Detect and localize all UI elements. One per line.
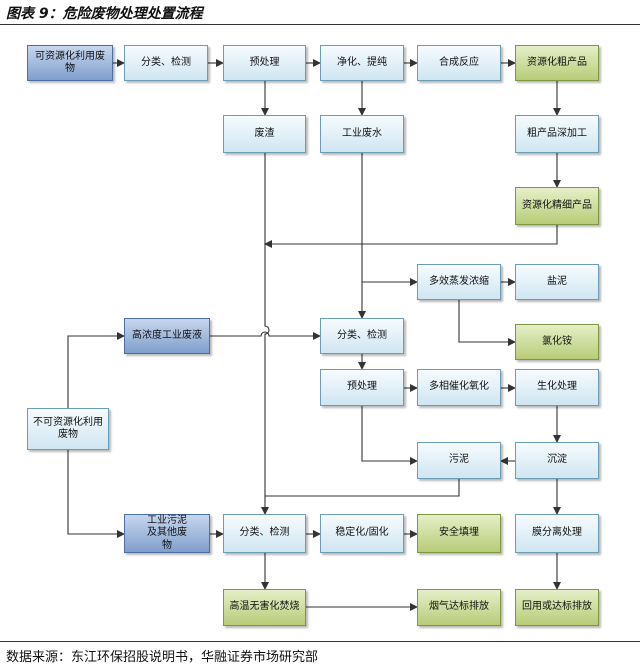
node-sludge: 污泥 xyxy=(417,442,501,479)
node-pretreat-top: 预处理 xyxy=(223,45,306,81)
edge-evaporator-to-ammonium xyxy=(458,300,516,346)
edge-highconc-to-mid-classify xyxy=(210,331,321,340)
node-sediment: 沉淀 xyxy=(515,442,599,479)
node-reuse-or-emission: 回用或达标排放 xyxy=(515,589,599,626)
figure-title: 图表 9：危险废物处理处置流程 xyxy=(6,6,203,22)
node-synthesis: 合成反应 xyxy=(417,45,501,81)
node-purify: 净化、提纯 xyxy=(320,45,404,81)
node-multi-effect-evaporator: 多效蒸发浓缩 xyxy=(417,264,501,300)
node-industrial-sludge-other: 工业污泥及其他废物 xyxy=(124,514,210,553)
edge-sludge-to-bottom-classify xyxy=(265,479,460,497)
node-recyclable-waste: 可资源化利用废物 xyxy=(27,45,113,81)
node-classify-detect-top: 分类、检测 xyxy=(124,45,208,81)
node-resource-crude: 资源化粗产品 xyxy=(515,45,599,81)
node-safe-landfill: 安全填埋 xyxy=(417,514,501,553)
node-waste-residue: 废渣 xyxy=(223,115,306,153)
node-biochemical: 生化处理 xyxy=(515,369,599,406)
node-ammonium-chloride: 氯化铵 xyxy=(515,324,599,360)
node-industrial-wastewater: 工业废水 xyxy=(320,115,404,153)
node-classify-detect-bottom: 分类、检测 xyxy=(223,514,306,553)
source-divider xyxy=(0,641,640,642)
node-salt-sludge: 盐泥 xyxy=(515,264,599,300)
node-crude-deep-processing: 粗产品深加工 xyxy=(515,115,599,153)
source-note: 数据来源：东江环保招股说明书，华融证券市场研究部 xyxy=(6,650,319,665)
node-pretreat-mid: 预处理 xyxy=(320,369,404,406)
edge-nonrecyclable-to-industrial-sludge xyxy=(67,450,125,538)
node-high-conc-wastewater: 高浓度工业废液 xyxy=(124,318,210,354)
title-divider xyxy=(0,24,640,25)
node-resource-fine: 资源化精细产品 xyxy=(515,187,599,225)
edge-fine-return-loop xyxy=(264,225,558,248)
node-non-recyclable-waste: 不可资源化利用废物 xyxy=(27,408,109,450)
edge-residue-to-bottom-classify xyxy=(261,153,270,515)
node-membrane-separation: 膜分离处理 xyxy=(515,514,599,553)
node-multi-catalytic-oxidation: 多相催化氧化 xyxy=(417,369,501,406)
node-stabilize-solidify: 稳定化/固化 xyxy=(320,514,404,553)
edge-mid-pretreat-to-sludge xyxy=(361,406,418,465)
edge-nonrecyclable-to-highconc xyxy=(67,332,125,408)
node-classify-detect-mid: 分类、检测 xyxy=(320,318,404,354)
node-high-temp-incineration: 高温无害化焚烧 xyxy=(223,589,306,626)
node-flue-gas-emission: 烟气达标排放 xyxy=(417,589,501,626)
